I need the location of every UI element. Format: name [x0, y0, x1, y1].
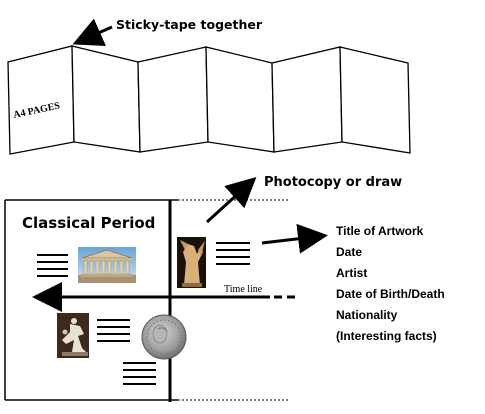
photocopy-label: Photocopy or draw	[264, 175, 402, 190]
discobolus-photo	[57, 313, 89, 358]
winged-victory-photo	[177, 237, 206, 288]
info-arrow	[261, 223, 328, 254]
info-field-date: Date	[336, 245, 362, 259]
page-1	[7, 45, 75, 155]
info-field-title: Title of Artwork	[336, 224, 424, 238]
timeline-page	[4, 199, 290, 402]
page-3	[137, 46, 209, 153]
folded-pages	[7, 45, 411, 155]
info-field-birth-death: Date of Birth/Death	[336, 287, 445, 301]
info-field-interesting-facts: (Interesting facts)	[336, 329, 437, 343]
page-5	[271, 46, 343, 153]
text-lines-2	[216, 242, 250, 265]
time-line-label: Time line	[224, 284, 263, 295]
info-field-nationality: Nationality	[336, 308, 398, 322]
sticky-tape-arrow	[72, 18, 113, 47]
text-lines-4	[123, 362, 156, 385]
text-lines-3	[97, 319, 130, 342]
info-fields-list: Title of Artwork Date Artist Date of Bir…	[336, 224, 445, 343]
photocopy-arrow	[205, 176, 257, 224]
parthenon-photo	[78, 247, 136, 283]
page-6	[339, 46, 411, 154]
sticky-tape-label: Sticky-tape together	[116, 17, 263, 32]
page-4	[205, 46, 275, 153]
text-lines-1	[37, 254, 68, 277]
info-field-artist: Artist	[336, 266, 367, 280]
coin-photo	[141, 314, 187, 360]
page-2	[71, 45, 141, 153]
period-title: Classical Period	[22, 214, 155, 232]
